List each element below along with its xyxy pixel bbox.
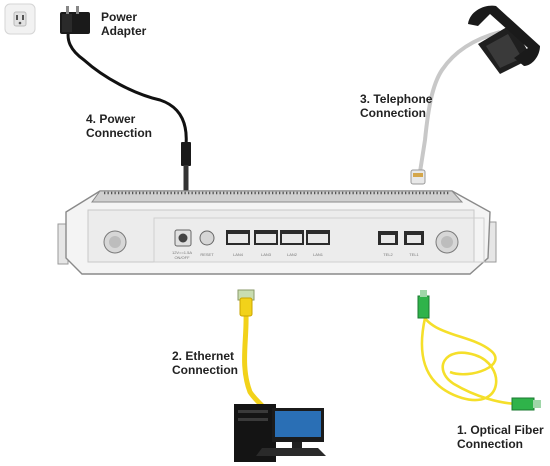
- port-label-power: 12V==1.5A: [172, 250, 192, 255]
- port-label-on-off: ON/OFF: [174, 255, 190, 260]
- power-connection-label: 4. Power Connection: [86, 112, 152, 140]
- power-connection-label-line-1: 4. Power: [86, 112, 136, 126]
- telephone-connection-label-line-1: 3. Telephone: [360, 92, 433, 106]
- optical-fiber-connection-label-line-1: 1. Optical Fiber: [457, 423, 544, 437]
- power-connection-label-line-2: Connection: [86, 126, 152, 140]
- router-icon: [57, 190, 497, 275]
- power-adapter-label-line-1: Power: [101, 10, 138, 24]
- port-label-lan1: LAN1: [313, 252, 324, 257]
- port-label-lan4: LAN4: [233, 252, 244, 257]
- port-label-reset: RESET: [200, 252, 214, 257]
- optical-fiber-cable-icon: [417, 290, 541, 411]
- optical-fiber-connection-label-line-2: Connection: [457, 437, 523, 451]
- telephone-icon: [410, 5, 540, 185]
- port-label-tel2: TEL2: [383, 252, 393, 257]
- desktop-computer-icon: [234, 404, 326, 462]
- power-adapter-label: Power Adapter: [101, 10, 146, 38]
- wall-outlet-icon: [4, 3, 36, 35]
- ethernet-cable-icon: [237, 289, 269, 415]
- power-adapter-label-line-2: Adapter: [101, 24, 147, 38]
- port-label-lan3: LAN3: [261, 252, 272, 257]
- ethernet-connection-label-line-1: 2. Ethernet: [172, 349, 235, 363]
- power-adapter-icon: [60, 6, 191, 191]
- port-label-tel1: TEL1: [409, 252, 419, 257]
- telephone-connection-label-line-2: Connection: [360, 106, 426, 120]
- telephone-connection-label: 3. Telephone Connection: [360, 92, 432, 120]
- port-label-lan2: LAN2: [287, 252, 298, 257]
- ethernet-connection-label-line-2: Connection: [172, 363, 238, 377]
- ethernet-connection-label: 2. Ethernet Connection: [172, 349, 238, 377]
- optical-fiber-connection-label: 1. Optical Fiber Connection: [457, 423, 544, 451]
